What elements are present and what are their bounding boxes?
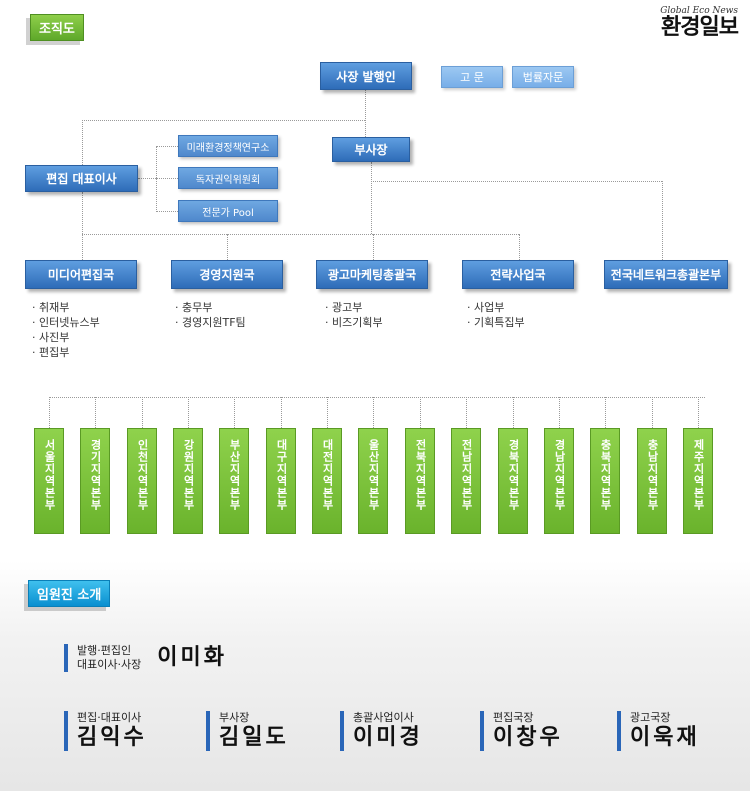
lead-executive: 발행·편집인 대표이사·사장 이미화 [64, 644, 227, 672]
legal-advisory-box: 법률자문 [512, 66, 574, 88]
reader-committee-box: 독자권익위원회 [178, 167, 278, 189]
sub-department-list: 취재부 인터넷뉴스부 사진부 편집부 [32, 300, 100, 360]
executive-title: 광고국장 [630, 711, 671, 724]
connector [156, 146, 178, 147]
advisor-box: 고 문 [441, 66, 503, 88]
region-box: 서울지역본부 [34, 428, 64, 534]
region-box: 대전지역본부 [312, 428, 342, 534]
connector [138, 178, 156, 179]
executive-title: 편집국장 [493, 711, 534, 724]
connector [652, 397, 653, 428]
connector [373, 397, 374, 428]
department-box: 전국네트워크총괄본부 [604, 260, 728, 289]
connector [281, 397, 282, 428]
connector [142, 397, 143, 428]
executive-title: 총괄사업이사 [353, 711, 414, 724]
connector [698, 397, 699, 428]
sub-department-list: 광고부 비즈기획부 [325, 300, 383, 330]
sub-department: 사업부 [467, 300, 525, 315]
logo: Global Eco News 환경일보 [628, 6, 739, 40]
connector [365, 89, 366, 137]
sub-department: 편집부 [32, 345, 100, 360]
executive-name: 이욱재 [630, 725, 700, 750]
connector [373, 234, 374, 260]
executive-title: 편집·대표이사 [77, 711, 142, 724]
connector [156, 211, 178, 212]
institute-box: 미래환경정책연구소 [178, 135, 278, 157]
connector [95, 397, 96, 428]
connector [188, 397, 189, 428]
logo-subtitle: Global Eco News [660, 6, 738, 16]
sub-department-list: 사업부 기획특집부 [467, 300, 525, 330]
region-box: 경북지역본부 [498, 428, 528, 534]
connector [327, 397, 328, 428]
region-box: 인천지역본부 [127, 428, 157, 534]
executive-name: 이미화 [157, 645, 227, 670]
region-box: 대구지역본부 [266, 428, 296, 534]
connector [519, 234, 520, 260]
executives-tag: 임원진 소개 [28, 580, 111, 607]
connector [49, 397, 50, 428]
sub-department: 사진부 [32, 330, 100, 345]
connector [82, 234, 83, 260]
sub-department: 경영지원TF팀 [175, 315, 246, 330]
connector [156, 146, 157, 212]
region-box: 충북지역본부 [590, 428, 620, 534]
department-box: 경영지원국 [171, 260, 283, 289]
region-box: 경남지역본부 [544, 428, 574, 534]
executive: 부사장 김일도 [206, 711, 289, 751]
connector [82, 120, 365, 121]
executive-name: 김익수 [77, 725, 147, 750]
region-box: 제주지역본부 [683, 428, 713, 534]
vice-president-box: 부사장 [332, 137, 410, 162]
sub-department: 기획특집부 [467, 315, 525, 330]
sub-department: 광고부 [325, 300, 383, 315]
connector [513, 397, 514, 428]
department-box: 전략사업국 [462, 260, 574, 289]
sub-department: 비즈기획부 [325, 315, 383, 330]
logo-title: 환경일보 [661, 15, 739, 40]
connector [82, 234, 519, 235]
executive: 광고국장 이욱재 [617, 711, 700, 751]
connector [420, 397, 421, 428]
region-box: 전남지역본부 [451, 428, 481, 534]
connector [49, 397, 705, 398]
sub-department: 충무부 [175, 300, 246, 315]
sub-department-list: 충무부 경영지원TF팀 [175, 300, 246, 330]
executive: 편집·대표이사 김익수 [64, 711, 147, 751]
department-box: 광고마케팅총괄국 [316, 260, 428, 289]
expert-pool-box: 전문가 Pool [178, 200, 278, 222]
editor-ceo-box: 편집 대표이사 [25, 165, 138, 192]
executive: 총괄사업이사 이미경 [340, 711, 423, 751]
sub-department: 취재부 [32, 300, 100, 315]
executive-title: 대표이사·사장 [77, 658, 142, 671]
connector [371, 181, 662, 182]
executive-name: 김일도 [219, 725, 289, 750]
org-chart-tag: 조직도 [30, 14, 84, 41]
connector [559, 397, 560, 428]
connector [662, 181, 663, 262]
connector [371, 162, 372, 234]
region-box: 부산지역본부 [219, 428, 249, 534]
executive-title: 발행·편집인 [77, 644, 132, 657]
executive-name: 이창우 [493, 725, 563, 750]
connector [605, 397, 606, 428]
region-box: 강원지역본부 [173, 428, 203, 534]
region-box: 경기지역본부 [80, 428, 110, 534]
executive-title: 부사장 [219, 711, 250, 724]
connector [82, 120, 83, 165]
executive-name: 이미경 [353, 725, 423, 750]
connector [466, 397, 467, 428]
sub-department: 인터넷뉴스부 [32, 315, 100, 330]
executive: 편집국장 이창우 [480, 711, 563, 751]
region-box: 전북지역본부 [405, 428, 435, 534]
president-box: 사장 발행인 [320, 62, 412, 90]
connector [227, 234, 228, 260]
connector [156, 178, 178, 179]
region-box: 충남지역본부 [637, 428, 667, 534]
department-box: 미디어편집국 [25, 260, 137, 289]
connector [234, 397, 235, 428]
connector [82, 192, 83, 234]
region-box: 울산지역본부 [358, 428, 388, 534]
